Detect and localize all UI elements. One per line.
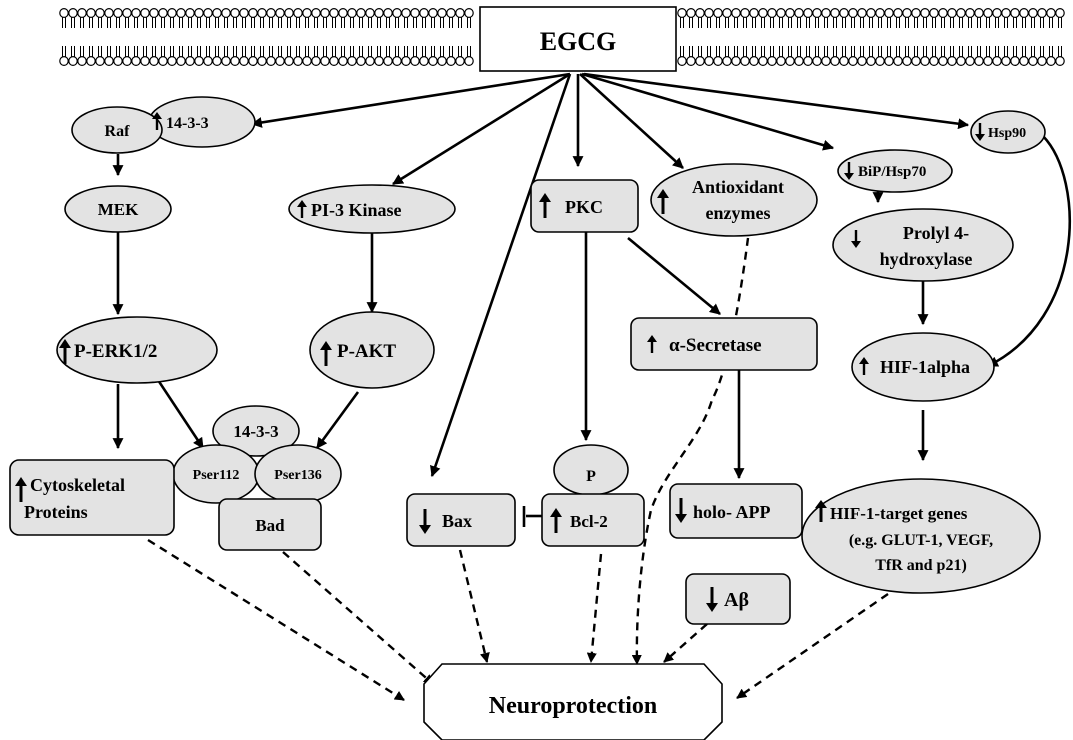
node-mek [64, 185, 172, 233]
egcg-box [479, 6, 677, 72]
label-bip: BiP/Hsp70 [858, 164, 926, 180]
node-bad [218, 498, 322, 551]
label-hif-genes-3: TfR and p21) [875, 557, 967, 574]
up-arrow-icon [320, 341, 332, 366]
label-hif-genes-1: HIF-1-target genes [830, 504, 968, 523]
label-alpha-secretase: α-Secretase [669, 335, 762, 356]
label-antioxidant: Antioxidant [692, 177, 784, 197]
up-arrow-icon [550, 508, 562, 533]
label-raf: Raf [105, 123, 131, 140]
label-holo-app: holo- APP [693, 502, 771, 522]
label-p: P [586, 468, 596, 485]
down-arrow-icon [675, 498, 687, 523]
cell-membrane [59, 8, 1065, 66]
label-hydroxylase: hydroxylase [880, 249, 973, 269]
label-pkc: PKC [565, 197, 603, 217]
label-14-3-3-top: 14-3-3 [166, 115, 209, 132]
egcg-arrows [250, 72, 970, 478]
node-bcl2 [541, 493, 645, 547]
up-arrow-icon [59, 339, 71, 364]
up-arrow-icon [539, 193, 551, 218]
down-arrow-icon [844, 162, 854, 180]
node-holo-app [669, 483, 803, 539]
down-arrow-icon [851, 230, 861, 248]
label-bax: Bax [442, 511, 472, 531]
label-bcl2: Bcl-2 [570, 512, 608, 531]
up-arrow-icon [152, 112, 162, 130]
node-raf [71, 106, 163, 154]
node-bax [406, 493, 516, 547]
down-arrow-icon [419, 509, 431, 534]
node-pi3k [288, 184, 456, 234]
node-alpha-secretase [630, 317, 818, 371]
node-hsp90 [970, 110, 1046, 154]
up-arrow-icon [657, 189, 669, 214]
label-cytoskeletal: Cytoskeletal [30, 475, 125, 495]
label-prolyl: Prolyl 4- [903, 223, 969, 243]
label-hif1alpha: HIF-1alpha [880, 357, 970, 377]
label-bad: Bad [255, 516, 285, 535]
node-hif-genes [801, 478, 1041, 594]
label-abeta: Aβ [724, 589, 749, 611]
node-p-erk [56, 316, 218, 384]
up-arrow-icon [297, 200, 307, 218]
label-proteins: Proteins [24, 502, 88, 522]
node-p-akt [309, 311, 435, 389]
up-arrow-icon [815, 500, 827, 522]
node-bip [837, 149, 953, 193]
node-prolyl [832, 208, 1014, 282]
neuroprotection-label: Neuroprotection [489, 693, 657, 719]
node-cytoskeletal [9, 459, 175, 536]
label-hif-genes-2: (e.g. GLUT-1, VEGF, [849, 532, 993, 549]
regulation-arrows [15, 112, 985, 612]
label-14-3-3: 14-3-3 [233, 422, 278, 441]
up-arrow-icon [647, 335, 657, 353]
label-pi3k: PI-3 Kinase [311, 200, 402, 220]
neuroprotection-box [423, 663, 723, 740]
node-pkc [530, 179, 639, 233]
label-p-akt: P-AKT [337, 341, 396, 362]
label-enzymes: enzymes [706, 203, 771, 223]
label-mek: MEK [98, 200, 139, 219]
down-arrow-icon [706, 587, 718, 612]
label-pser136: Pser136 [274, 468, 321, 483]
label-hsp90: Hsp90 [988, 126, 1026, 141]
up-arrow-icon [15, 477, 27, 502]
left-branch [112, 154, 378, 450]
down-arrow-icon [975, 123, 985, 141]
node-hif1alpha [851, 332, 995, 402]
node-antioxidant [650, 163, 818, 237]
egcg-label: EGCG [540, 27, 617, 56]
up-arrow-icon [859, 357, 869, 375]
label-p-erk: P-ERK1/2 [74, 341, 157, 362]
label-pser112: Pser112 [193, 468, 240, 483]
node-14-3-3 [212, 405, 300, 457]
